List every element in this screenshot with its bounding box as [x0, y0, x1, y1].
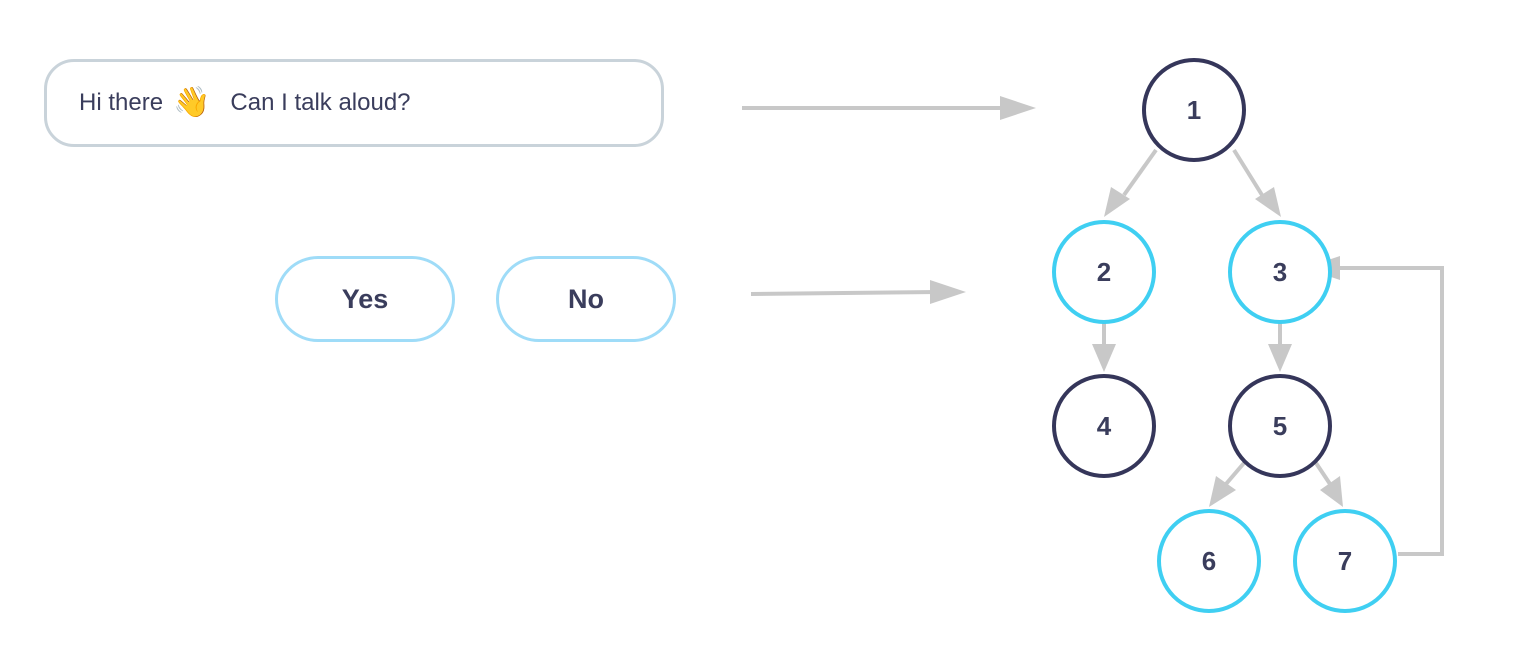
node-circle — [1157, 509, 1261, 613]
node-label: 4 — [1097, 411, 1112, 441]
edge-2-4 — [1092, 322, 1116, 372]
tree-node-3: 3 — [1228, 220, 1332, 324]
node-circle — [1228, 220, 1332, 324]
tree-node-2: 2 — [1052, 220, 1156, 324]
buttons-to-nodes-arrow — [750, 280, 966, 304]
node-circle — [1228, 374, 1332, 478]
edge-3-5 — [1268, 322, 1292, 372]
node-label: 5 — [1273, 411, 1287, 441]
yes-button[interactable]: Yes — [275, 256, 455, 342]
greeting-text: Hi there — [79, 89, 164, 116]
edge-1-2 — [1104, 148, 1158, 217]
node-label: 2 — [1097, 257, 1111, 287]
tree-edges — [1092, 148, 1444, 556]
node-circle — [1142, 58, 1246, 162]
node-circle — [1293, 509, 1397, 613]
tree-node-6: 6 — [1157, 509, 1261, 613]
tree-nodes: 1 2 3 4 5 6 7 — [1052, 58, 1397, 613]
message-to-node-arrow — [742, 96, 1036, 120]
node-circle — [1052, 220, 1156, 324]
node-label: 7 — [1338, 546, 1352, 576]
question-text: Can I talk aloud? — [230, 89, 411, 116]
tree-node-5: 5 — [1228, 374, 1332, 478]
edge-1-3 — [1232, 148, 1281, 217]
tree-node-7: 7 — [1293, 509, 1397, 613]
node-circle — [1052, 374, 1156, 478]
waving-hand-icon: 👋 — [173, 85, 211, 120]
node-label: 6 — [1202, 546, 1216, 576]
tree-node-4: 4 — [1052, 374, 1156, 478]
node-label: 1 — [1187, 95, 1201, 125]
edge-5-6 — [1209, 461, 1246, 507]
tree-node-1: 1 — [1142, 58, 1246, 162]
no-button[interactable]: No — [496, 256, 676, 342]
message-bubble: Hi there 👋 Can I talk aloud? — [44, 59, 664, 147]
edge-5-7 — [1314, 461, 1343, 507]
node-label: 3 — [1273, 257, 1287, 287]
